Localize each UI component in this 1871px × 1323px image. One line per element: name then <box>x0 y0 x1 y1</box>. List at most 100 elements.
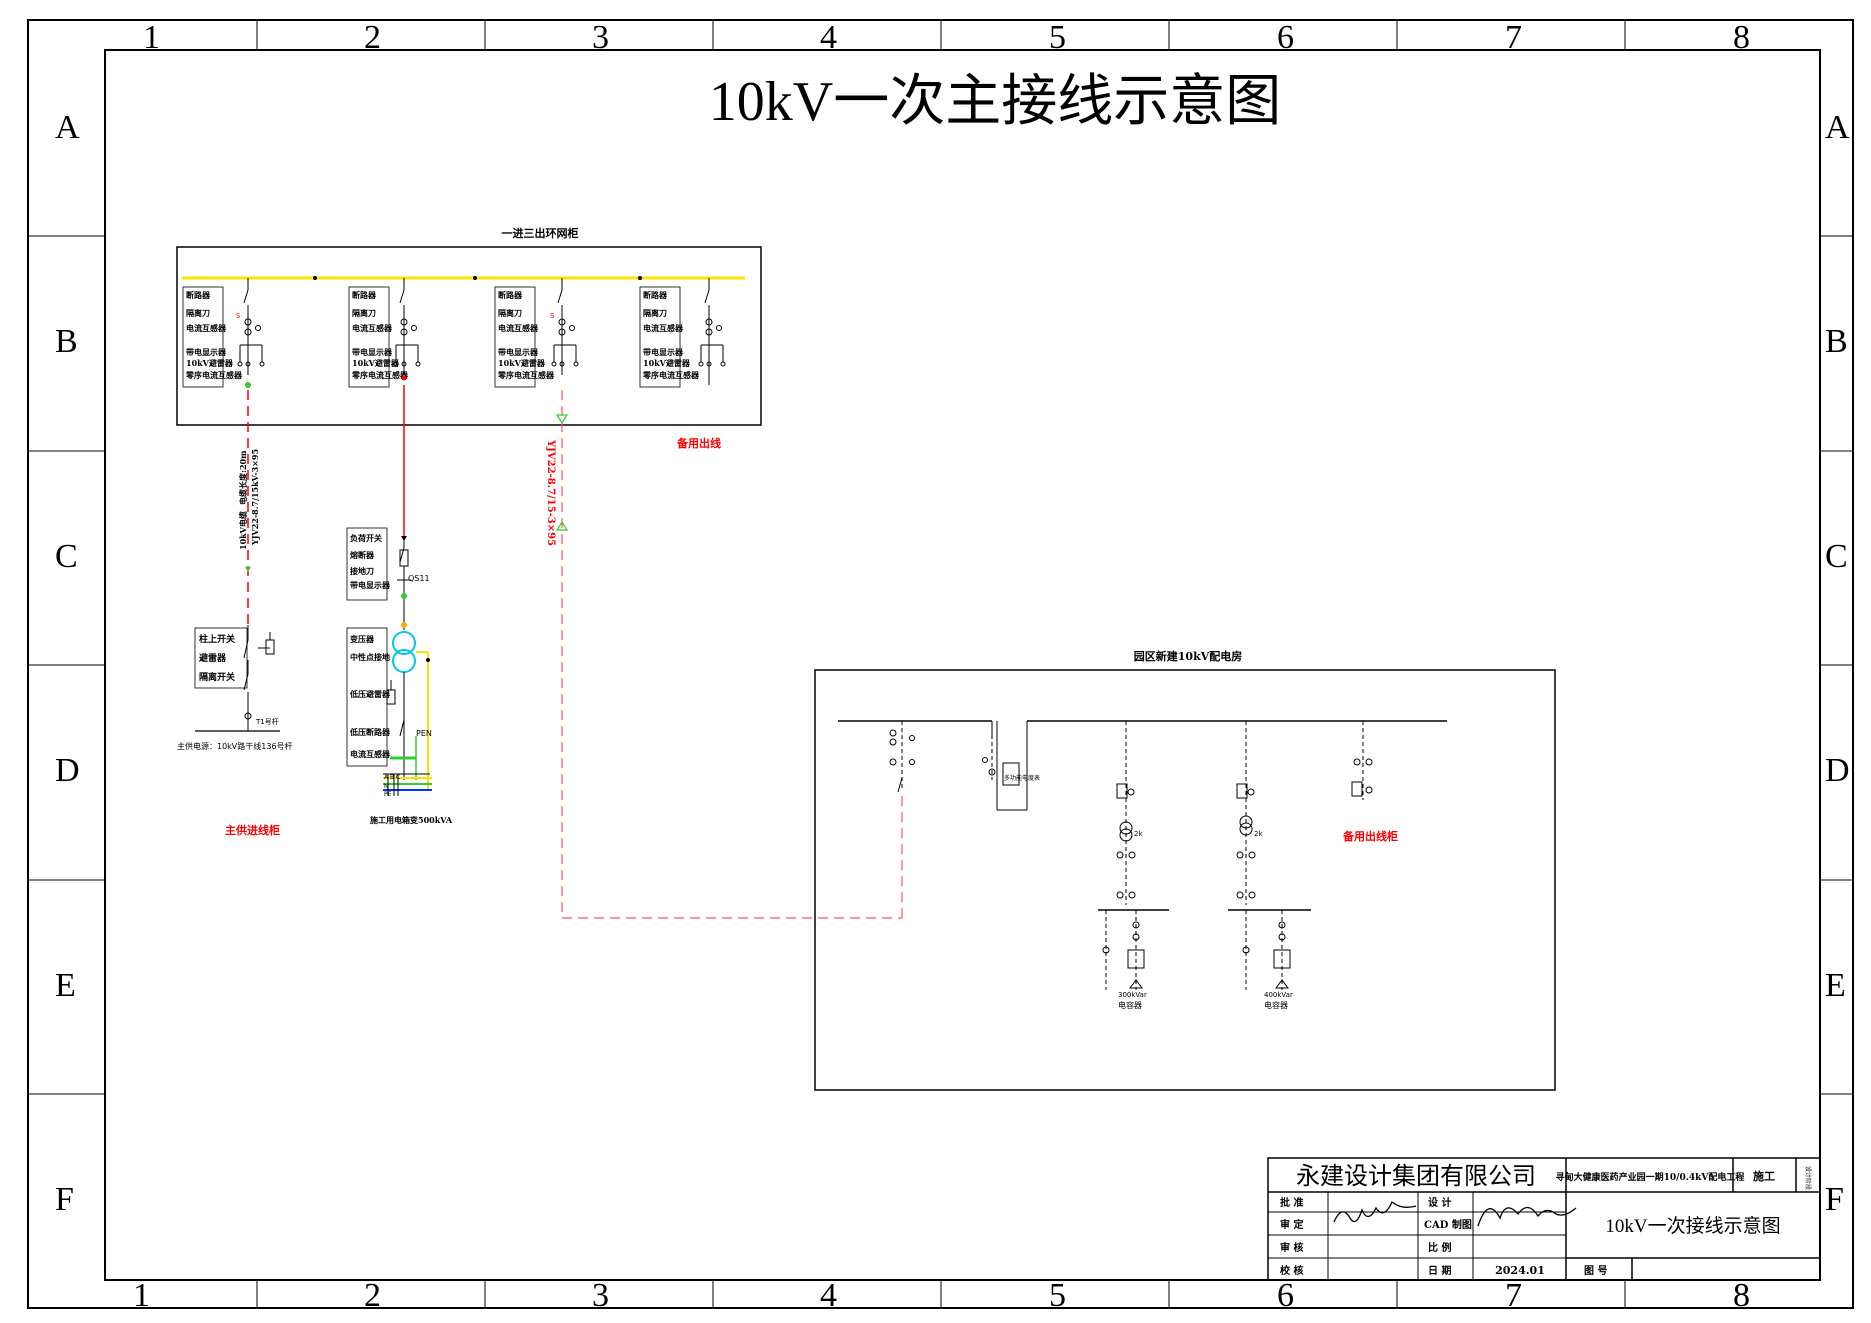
unit-label: 带电显示器 <box>186 347 227 357</box>
signature-approver <box>1333 1200 1417 1223</box>
svg-text:S: S <box>550 312 555 320</box>
distribution-room-title: 园区新建10kV配电房 <box>1134 649 1242 663</box>
drawing-frame <box>27 19 1854 1309</box>
phase-label: N <box>384 783 389 790</box>
cable-label-1: 10kV电缆 <box>238 511 248 550</box>
stage-sub-label: 设计阶段 <box>1804 1166 1812 1190</box>
bt-lower-label: 中性点接地 <box>350 652 390 662</box>
date-value: 2024.01 <box>1495 1264 1545 1277</box>
col-label: 6 <box>1277 19 1294 56</box>
ring-unit-4: 断路器 隔离刀 电流互感器 带电显示器 10kV避雷器 零序电流互感器 <box>639 278 726 388</box>
transformer-2-rating: 2k <box>1254 830 1263 838</box>
pole-number: T1号杆 <box>255 717 279 726</box>
ring-unit-3: 断路器 隔离刀 电流互感器 带电显示器 10kV避雷器 零序电流互感器 S <box>494 278 579 388</box>
drawing-title: 10kV一次主接线示意图 <box>709 71 1281 133</box>
main-incoming-circuit: 10kV电缆 电缆长度:20m YJV22-8.7/15kV-3×95 柱上开关… <box>177 390 293 837</box>
unit-label: 隔离刀 <box>352 308 376 318</box>
label-cad: CAD 制图 <box>1424 1218 1472 1231</box>
unit-label: 带电显示器 <box>352 347 393 357</box>
ring-unit-2: 断路器 隔离刀 电流互感器 带电显示器 10kV避雷器 零序电流互感器 <box>348 278 421 388</box>
capacitor-1-rating: 300kVar <box>1118 991 1147 999</box>
row-label: E <box>1825 967 1846 1004</box>
unit-label: 断路器 <box>352 290 377 300</box>
col-label: 8 <box>1733 19 1750 56</box>
unit-label: 10kV避雷器 <box>186 358 234 368</box>
unit-label: 电流互感器 <box>186 323 227 333</box>
bt-pen-label: PEN <box>416 729 432 738</box>
unit-label: 10kV避雷器 <box>352 358 400 368</box>
unit-label: 零序电流互感器 <box>351 370 409 380</box>
row-label: A <box>55 109 80 146</box>
unit-label: 带电显示器 <box>498 347 539 357</box>
bt-fuse-tag: QS11 <box>408 574 430 583</box>
label-check: 校 核 <box>1280 1264 1303 1277</box>
phase-label: B <box>390 774 394 781</box>
unit-label: 10kV避雷器 <box>498 358 546 368</box>
unit-label: 电流互感器 <box>643 323 684 333</box>
spare-cabinet-label: 备用出线柜 <box>1342 829 1398 843</box>
bt-lower-label: 低压避雷器 <box>349 689 391 699</box>
row-label: E <box>55 967 76 1004</box>
unit-label: 断路器 <box>186 290 211 300</box>
row-label: C <box>1825 538 1848 575</box>
zone-labels: 1 2 3 4 5 6 7 8 1 2 3 4 5 6 7 8 A B C D … <box>55 19 1850 1314</box>
row-label: C <box>55 538 78 575</box>
signature-designer <box>1477 1206 1577 1227</box>
unit-label: 断路器 <box>643 290 668 300</box>
row-label: A <box>1825 109 1850 146</box>
unit-label: 带电显示器 <box>643 347 684 357</box>
spare-outgoing-label: 备用出线 <box>676 436 721 450</box>
capacitor-2-rating: 400kVar <box>1264 991 1293 999</box>
unit-label: 电流互感器 <box>352 323 393 333</box>
label-design: 设 计 <box>1428 1196 1451 1209</box>
bt-lower-label: 电流互感器 <box>350 749 391 759</box>
project-name: 寻甸大健康医药产业园一期10/0.4kV配电工程 <box>1556 1171 1745 1183</box>
ring-unit-1: 断路器 隔离刀 电流互感器 带电显示器 10kV避雷器 零序电流互感器 S <box>182 278 265 388</box>
row-label: F <box>1825 1181 1844 1218</box>
bt-upper-label: 带电显示器 <box>350 580 391 590</box>
phase-label: C <box>396 774 400 781</box>
unit-label: 零序电流互感器 <box>642 370 700 380</box>
pt-label: 多功能电度表 <box>1004 774 1040 782</box>
label-scale: 比 例 <box>1428 1241 1451 1254</box>
svg-text:S: S <box>236 312 241 320</box>
unit-label: 断路器 <box>498 290 523 300</box>
label-date: 日 期 <box>1428 1264 1451 1277</box>
unit-label: 电流互感器 <box>498 323 539 333</box>
unit-label: 零序电流互感器 <box>185 370 243 380</box>
box-transformer: 负荷开关 熔断器 接地刀 带电显示器 QS11 变压器 中性点接地 低压避雷器 … <box>346 385 453 825</box>
row-label: F <box>55 1181 74 1218</box>
title-block-drawing-name: 10kV一次接线示意图 <box>1605 1215 1780 1237</box>
unit-label: 隔离刀 <box>643 308 667 318</box>
col-label: 8 <box>1733 1277 1750 1314</box>
box-transformer-name: 施工用电箱变500kVA <box>370 815 453 825</box>
row-label: B <box>1825 323 1848 360</box>
pole-label: 避雷器 <box>199 652 227 664</box>
col-label: 4 <box>820 1277 837 1314</box>
col-label: 2 <box>364 19 381 56</box>
cable-to-room-spec: YJV22-8.7/15-3×95 <box>545 439 556 546</box>
col-label: 7 <box>1505 19 1522 56</box>
unit-label: 隔离刀 <box>186 308 210 318</box>
col-label: 4 <box>820 19 837 56</box>
phase-label: PE <box>384 791 392 798</box>
capacitor-2-label: 电容器 <box>1264 1000 1288 1010</box>
unit-label: 隔离刀 <box>498 308 522 318</box>
unit-label: 10kV避雷器 <box>643 358 691 368</box>
bt-lower-label: 低压断路器 <box>349 727 391 737</box>
col-label: 5 <box>1049 19 1066 56</box>
pole-label: 柱上开关 <box>199 633 235 645</box>
label-review: 审 核 <box>1280 1241 1303 1254</box>
cable-spec: YJV22-8.7/15kV-3×95 <box>250 449 260 546</box>
distribution-room: 园区新建10kV配电房 <box>814 649 1556 1091</box>
capacitor-1-label: 电容器 <box>1118 1000 1142 1010</box>
ring-cabinet-title: 一进三出环网柜 <box>502 226 579 240</box>
cable-to-room: YJV22-8.7/15-3×95 <box>545 390 903 919</box>
bt-upper-label: 熔断器 <box>350 550 375 560</box>
transformer-1-rating: 2k <box>1134 830 1143 838</box>
col-label: 2 <box>364 1277 381 1314</box>
unit-label: 零序电流互感器 <box>497 370 555 380</box>
row-label: D <box>55 752 80 789</box>
bt-upper-label: 负荷开关 <box>350 533 382 543</box>
